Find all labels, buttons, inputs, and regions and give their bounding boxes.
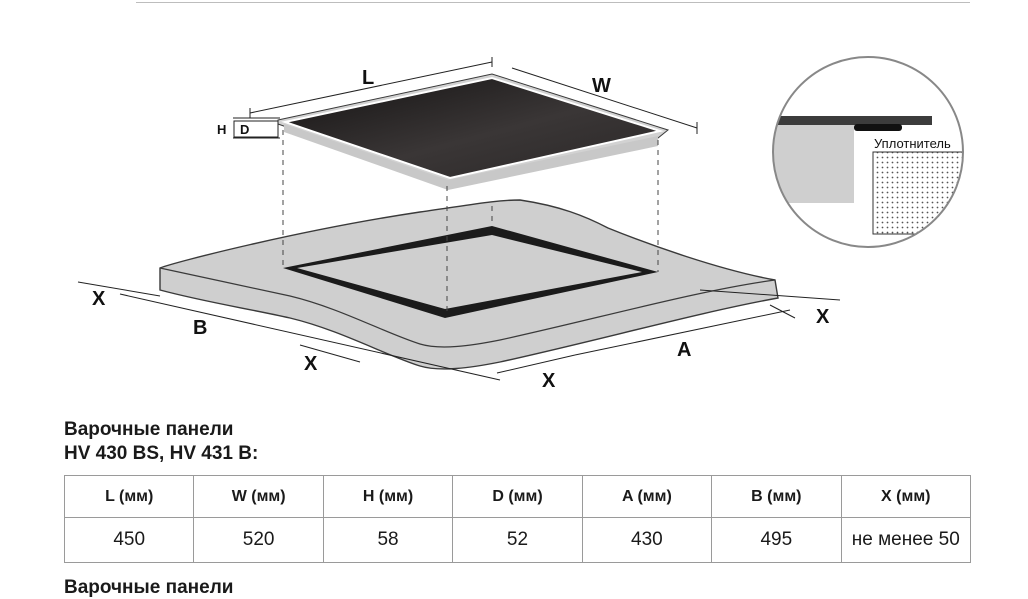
installation-diagram: L W H D X B X X A X Уплотнитель [77, 56, 964, 392]
header-L: L (мм) [63, 475, 195, 518]
value-A: 430 [581, 517, 713, 563]
value-L: 450 [63, 517, 195, 563]
header-D: D (мм) [452, 475, 583, 518]
section-title: Варочные панели HV 430 BS, HV 431 B: [64, 418, 258, 466]
label-X-right: X [816, 306, 830, 328]
dimensions-table: L (мм) W (мм) H (мм) D (мм) A (мм) B (мм… [63, 475, 972, 563]
seal-detail-callout: Уплотнитель [772, 56, 964, 248]
section-title-line1: Варочные панели [64, 419, 234, 440]
label-D: D [240, 122, 249, 137]
value-B: 495 [711, 517, 842, 563]
header-B: B (мм) [711, 475, 842, 518]
value-D: 52 [452, 517, 583, 563]
header-W: W (мм) [193, 475, 324, 518]
table-header-row: L (мм) W (мм) H (мм) D (мм) A (мм) B (мм… [63, 475, 972, 518]
dimension-lines [77, 57, 841, 381]
section-title-line2: HV 430 BS, HV 431 B: [64, 443, 259, 464]
label-A: A [677, 339, 691, 361]
next-section-title: Варочные панели [64, 577, 234, 598]
label-X-bottom: X [542, 370, 556, 392]
seal-label: Уплотнитель [874, 136, 951, 151]
countertop-front-edge [159, 267, 776, 348]
projection-lines [282, 130, 659, 314]
label-L: L [362, 67, 374, 89]
cutout-inner [297, 235, 642, 309]
label-B: B [193, 317, 207, 339]
table-row: 450 520 58 52 430 495 не менее 50 [63, 517, 972, 563]
label-X-left: X [92, 288, 106, 310]
value-X: не менее 50 [840, 517, 972, 563]
top-divider [136, 2, 970, 3]
hob-glass [281, 76, 664, 180]
header-X: X (мм) [840, 475, 972, 518]
header-H: H (мм) [322, 475, 454, 518]
label-X-bottom-left: X [304, 353, 318, 375]
hob-side [284, 124, 658, 190]
label-W: W [592, 75, 611, 97]
value-W: 520 [193, 517, 324, 563]
value-H: 58 [322, 517, 454, 563]
header-A: A (мм) [581, 475, 713, 518]
label-H: H [217, 122, 226, 137]
